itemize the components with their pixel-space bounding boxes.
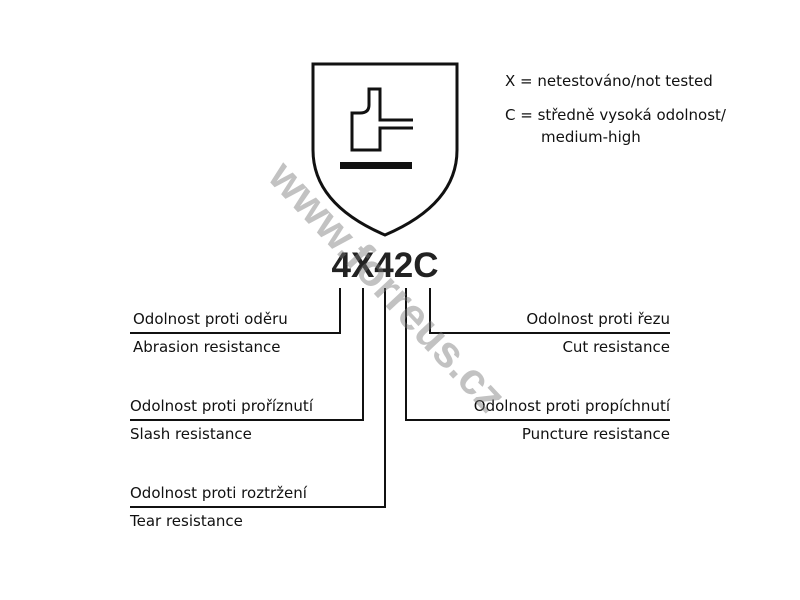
connector-lines [130,288,670,508]
abrasion-label-en: Abrasion resistance [133,338,281,356]
cut-label-cz: Odolnost proti řezu [526,310,670,328]
performance-code: 4X42C [331,246,439,285]
legend-c-note-cont: medium-high [541,128,641,146]
abrasion-label-cz: Odolnost proti oděru [133,310,288,328]
puncture-label-en: Puncture resistance [521,425,670,443]
legend-c-note: C = středně vysoká odolnost/ [505,106,726,124]
slash-label-cz: Odolnost proti proříznutí [130,397,313,415]
legend-x-note: X = netestováno/not tested [505,72,713,90]
puncture-label-cz: Odolnost proti propíchnutí [473,397,670,415]
tear-label-cz: Odolnost proti roztržení [130,484,307,502]
slash-label-en: Slash resistance [130,425,252,443]
tear-label-en: Tear resistance [130,512,243,530]
cut-label-en: Cut resistance [562,338,670,356]
shield-icon [311,62,459,237]
